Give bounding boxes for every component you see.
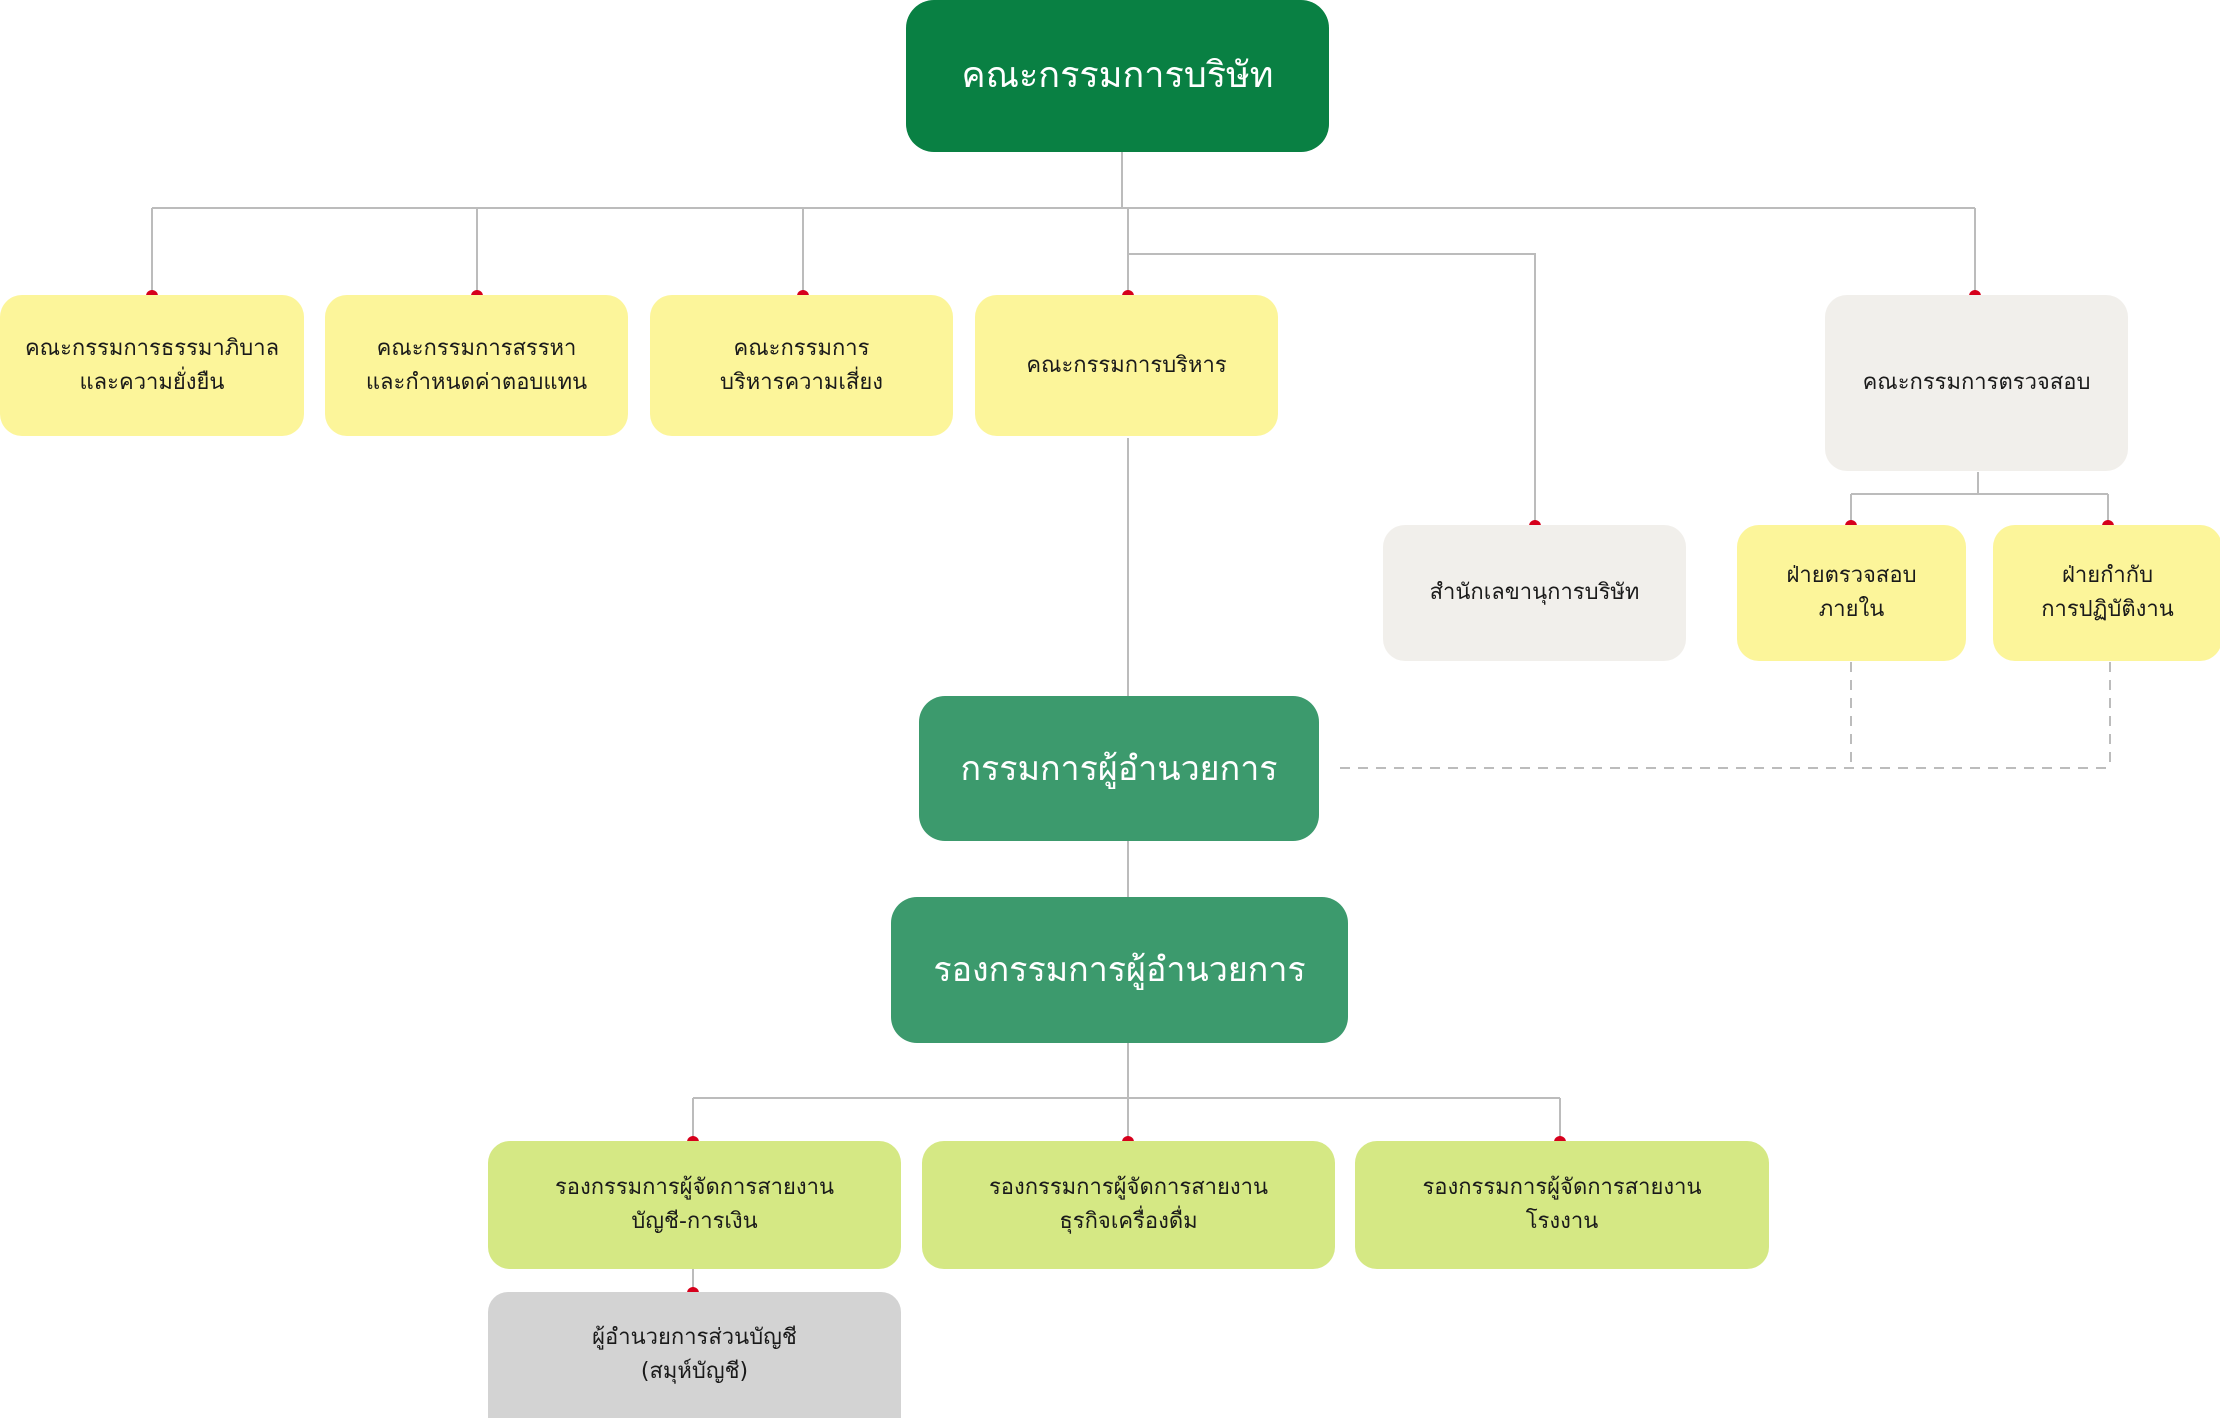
beverage-deputy-label: รองกรรมการผู้จัดการสายงาน ธุรกิจเครื่องด… bbox=[988, 1175, 1269, 1234]
governance-committee-label: คณะกรรมการธรรมาภิบาล และความยั่งยืน bbox=[24, 335, 280, 395]
board-box: คณะกรรมการบริษัท bbox=[906, 0, 1329, 152]
internal-audit-label: ฝ่ายตรวจสอบ ภายใน bbox=[1786, 563, 1917, 622]
managing-director-label: กรรมการผู้อำนวยการ bbox=[960, 748, 1278, 789]
finance-deputy-label: รองกรรมการผู้จัดการสายงาน บัญชี-การเงิน bbox=[554, 1175, 835, 1234]
accounting-manager-label: ผู้อำนวยการส่วนบัญชี (สมุห์บัญชี) bbox=[592, 1325, 797, 1384]
deputy-managing-director-box: รองกรรมการผู้อำนวยการ bbox=[891, 897, 1348, 1043]
managing-director-box: กรรมการผู้อำนวยการ bbox=[919, 696, 1319, 841]
audit-committee-box: คณะกรรมการตรวจสอบ bbox=[1825, 295, 2128, 471]
compliance-label: ฝ่ายกำกับ การปฏิบัติงาน bbox=[2041, 563, 2174, 622]
governance-committee-box: คณะกรรมการธรรมาภิบาล และความยั่งยืน bbox=[0, 295, 304, 436]
factory-deputy-label: รองกรรมการผู้จัดการสายงาน โรงงาน bbox=[1422, 1175, 1702, 1234]
risk-committee-box: คณะกรรมการ บริหารความเสี่ยง bbox=[650, 295, 953, 436]
company-secretary-box: สำนักเลขานุการบริษัท bbox=[1383, 525, 1686, 661]
accounting-manager-box: ผู้อำนวยการส่วนบัญชี (สมุห์บัญชี) bbox=[488, 1292, 901, 1418]
executive-committee-box: คณะกรรมการบริหาร bbox=[975, 295, 1278, 436]
nomination-committee-label: คณะกรรมการสรรหา และกำหนดค่าตอบแทน bbox=[365, 335, 588, 395]
beverage-deputy-box: รองกรรมการผู้จัดการสายงาน ธุรกิจเครื่องด… bbox=[922, 1141, 1335, 1269]
nomination-committee-box: คณะกรรมการสรรหา และกำหนดค่าตอบแทน bbox=[325, 295, 628, 436]
internal-audit-box: ฝ่ายตรวจสอบ ภายใน bbox=[1737, 525, 1966, 661]
risk-committee-label: คณะกรรมการ บริหารความเสี่ยง bbox=[720, 335, 883, 395]
company-secretary-label: สำนักเลขานุการบริษัท bbox=[1429, 580, 1640, 605]
compliance-box: ฝ่ายกำกับ การปฏิบัติงาน bbox=[1993, 525, 2220, 661]
finance-deputy-box: รองกรรมการผู้จัดการสายงาน บัญชี-การเงิน bbox=[488, 1141, 901, 1269]
deputy-managing-director-label: รองกรรมการผู้อำนวยการ bbox=[933, 950, 1306, 990]
factory-deputy-box: รองกรรมการผู้จัดการสายงาน โรงงาน bbox=[1355, 1141, 1769, 1269]
audit-committee-label: คณะกรรมการตรวจสอบ bbox=[1862, 370, 2091, 395]
board-label: คณะกรรมการบริษัท bbox=[961, 55, 1274, 96]
executive-committee-label: คณะกรรมการบริหาร bbox=[1026, 352, 1227, 378]
connector-secretary bbox=[1128, 253, 1536, 526]
